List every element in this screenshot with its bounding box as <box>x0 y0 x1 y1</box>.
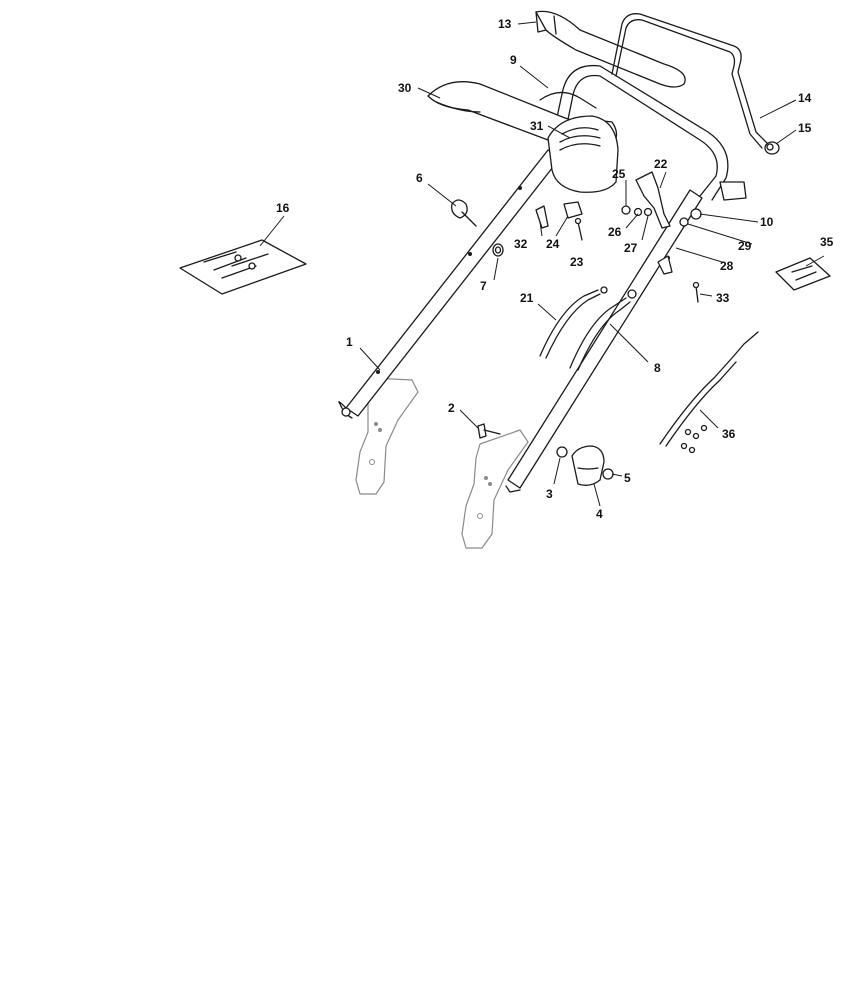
callout-6: 6 <box>416 171 423 185</box>
callout-10: 10 <box>760 215 774 229</box>
callout-8: 8 <box>654 361 661 375</box>
callout-32: 32 <box>514 237 528 251</box>
callout-30: 30 <box>398 81 412 95</box>
leader-lines <box>259 21 825 507</box>
callout-29: 29 <box>738 239 752 253</box>
cable-clamp-28 <box>657 255 673 275</box>
bail-end-cap-15 <box>764 141 780 155</box>
callout-23: 23 <box>570 255 584 269</box>
cable-8 <box>569 289 637 371</box>
callout-13: 13 <box>498 17 512 31</box>
lower-bracket-right <box>461 429 529 549</box>
bolt-2 <box>477 423 501 439</box>
callout-31: 31 <box>530 119 544 133</box>
callout-33: 33 <box>716 291 730 305</box>
operator-bail <box>611 13 769 149</box>
screw-33 <box>692 281 700 303</box>
screw-23 <box>574 217 583 241</box>
callout-35: 35 <box>820 235 834 249</box>
callout-21: 21 <box>520 291 534 305</box>
nut-5 <box>602 468 614 480</box>
cable-21 <box>539 286 608 359</box>
cable-guide-nut <box>492 243 504 257</box>
callout-22: 22 <box>654 157 668 171</box>
handle-knob-bolt <box>451 199 477 227</box>
lower-bracket-left <box>355 377 419 495</box>
nut-29 <box>679 217 689 227</box>
cable-clip-24 <box>563 201 583 219</box>
callout-28: 28 <box>720 259 734 273</box>
washers-25-27 <box>621 205 653 217</box>
cable-36 <box>659 331 759 454</box>
callout-15: 15 <box>798 121 812 135</box>
callout-1: 1 <box>346 335 353 349</box>
nut-10 <box>690 208 702 220</box>
hardware-bag-16 <box>179 239 307 295</box>
lever-22 <box>635 171 671 229</box>
callout-labels: 13 9 30 14 31 15 22 25 6 16 10 26 32 24 … <box>276 17 834 521</box>
callout-9: 9 <box>510 53 517 67</box>
grip-bar <box>535 10 686 88</box>
callout-24: 24 <box>546 237 560 251</box>
callout-25: 25 <box>612 167 626 181</box>
callout-2: 2 <box>448 401 455 415</box>
callout-5: 5 <box>624 471 631 485</box>
callout-14: 14 <box>798 91 812 105</box>
screw-32 <box>535 205 549 229</box>
callout-7: 7 <box>480 279 487 293</box>
wing-knob-4 <box>571 445 605 486</box>
washer-3 <box>556 446 568 458</box>
callout-36: 36 <box>722 427 736 441</box>
hardware-bag-35 <box>775 257 831 291</box>
callout-26: 26 <box>608 225 622 239</box>
upper-handle <box>539 64 747 201</box>
callout-27: 27 <box>624 241 638 255</box>
callout-4: 4 <box>596 507 603 521</box>
callout-16: 16 <box>276 201 290 215</box>
callout-3: 3 <box>546 487 553 501</box>
control-housing <box>547 115 619 193</box>
